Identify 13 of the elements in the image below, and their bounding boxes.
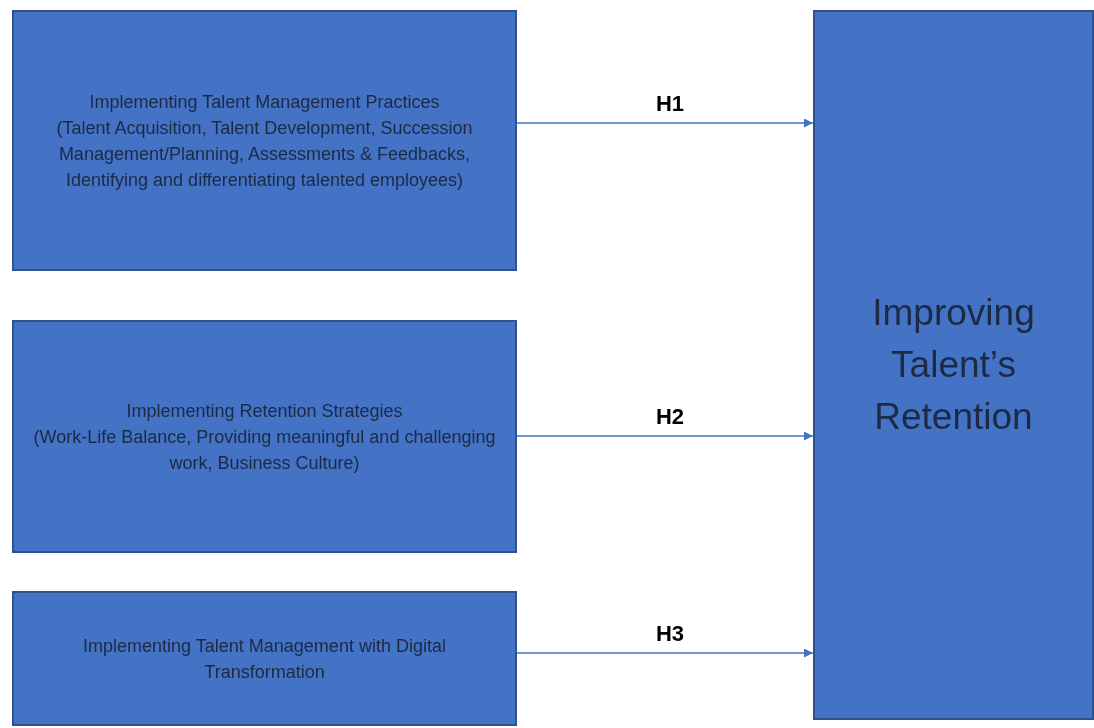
process-box <box>12 320 517 553</box>
process-box <box>12 10 517 271</box>
box-heading: Improving Talent’s Retention <box>871 291 1036 439</box>
box-text: (Talent Acquisition, Talent Development, Succession Management/Planning, Assessments & Feedbacks, Identifying and differentiating talented employees) <box>55 116 474 192</box>
arrow <box>516 648 814 658</box>
process-box <box>813 10 1094 720</box>
box-heading: Implementing Retention Strategies <box>126 399 403 423</box>
box-text: (Work-Life Balance, Providing meaningful and challenging work, Business Culture) <box>32 425 497 475</box>
box-heading: Implementing Talent Management Practices <box>89 90 440 114</box>
arrow <box>516 431 814 441</box>
box-heading: Implementing Talent Management with Digital Transformation <box>82 634 447 684</box>
arrow <box>516 118 814 128</box>
process-box <box>12 591 517 726</box>
